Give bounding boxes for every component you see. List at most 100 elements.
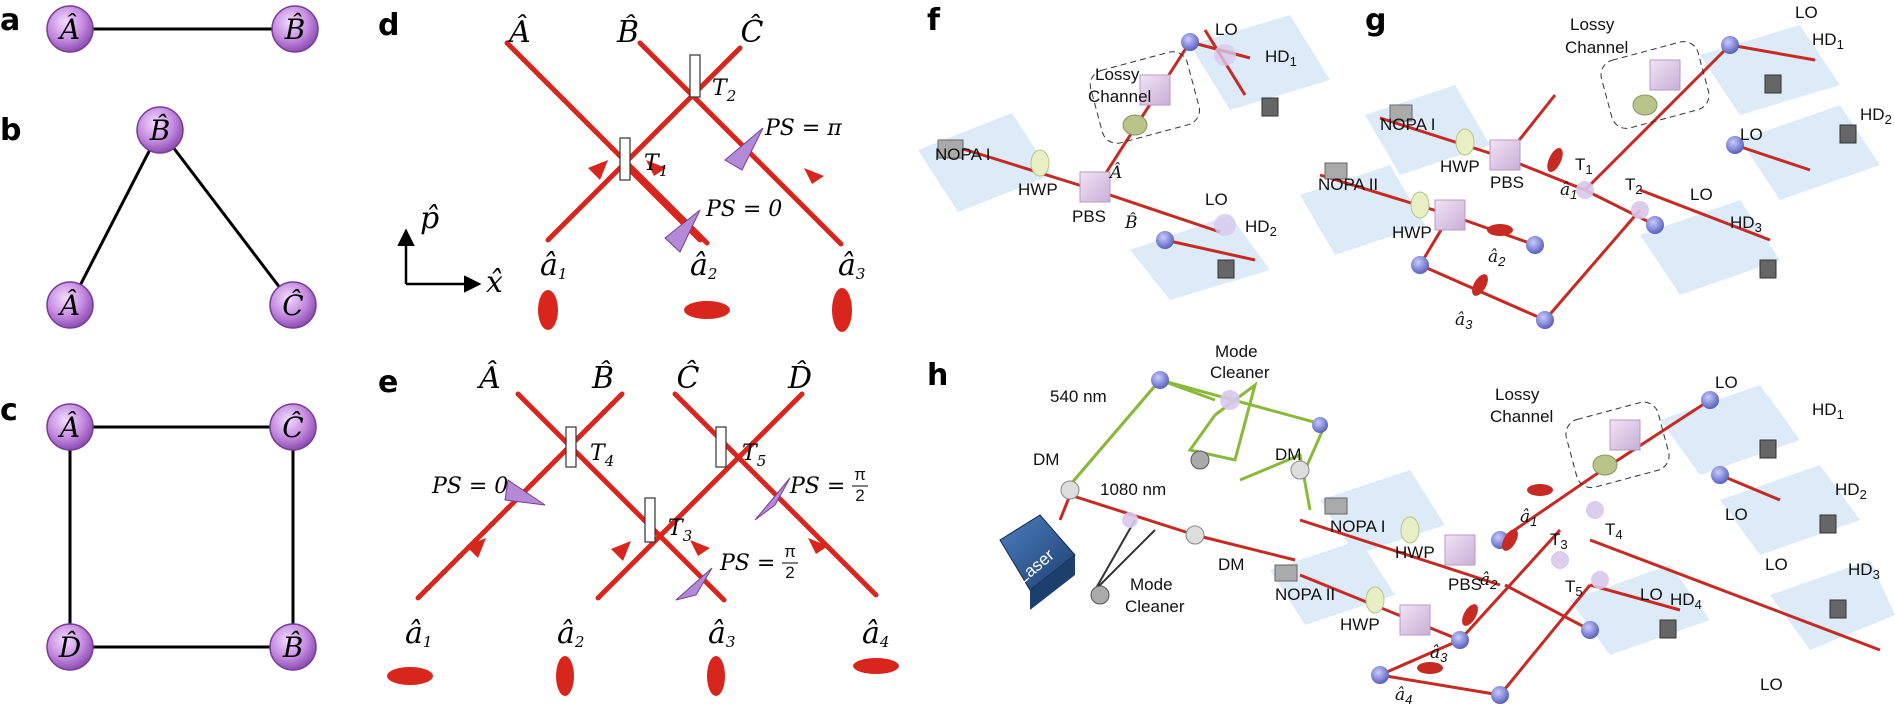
mode-oval	[832, 288, 852, 332]
green-beam	[1068, 378, 1328, 511]
lo-label: LO	[1215, 20, 1238, 39]
optical-table-f	[918, 15, 1330, 300]
optical-table-h	[1270, 385, 1895, 655]
mirror	[1536, 311, 1554, 329]
nopa-label: NOPA II	[1318, 175, 1378, 194]
mode-oval	[684, 301, 730, 319]
lossy-label: Channel	[1490, 407, 1553, 426]
bs-label: T4	[590, 441, 614, 470]
fraction-den: 2	[855, 486, 864, 505]
phase-space-axes: p̂ x̂	[397, 201, 503, 300]
panel-label-e: e	[378, 365, 398, 400]
output-label: B̂	[591, 361, 614, 396]
mode-oval	[1417, 662, 1443, 674]
node-label: Â	[57, 289, 80, 322]
mode-cleaner-label: Cleaner	[1125, 597, 1185, 616]
input-label: â2	[690, 248, 717, 283]
hd-label: HD2	[1860, 105, 1892, 127]
lossy-bs	[1139, 74, 1171, 106]
node-label: B̂	[284, 13, 306, 46]
beam-splitter-t3	[644, 497, 656, 543]
dichroic-mirror	[1060, 480, 1080, 500]
t-label: T4	[1605, 520, 1623, 542]
lo-label: LO	[1640, 585, 1663, 604]
nopa-label: NOPA II	[1275, 585, 1335, 604]
mirror	[1726, 136, 1744, 154]
output-label: Â	[506, 14, 531, 50]
node-a: Â	[46, 281, 94, 329]
bs-t2	[1631, 201, 1649, 219]
mode-oval	[538, 290, 558, 330]
mode-label: Â	[1108, 162, 1122, 183]
dm-label: DM	[1218, 555, 1244, 574]
phase-shifter	[724, 127, 764, 171]
lo-label: LO	[1725, 505, 1748, 524]
detector	[1759, 259, 1777, 279]
pbs-label: PBS	[1490, 173, 1524, 192]
node-b: B̂	[271, 5, 319, 53]
detector	[1764, 74, 1782, 94]
lossy-element	[1592, 454, 1618, 476]
hwp	[1030, 149, 1050, 177]
ps-label: PS =	[719, 551, 775, 576]
mode-label: B̂	[1124, 213, 1138, 233]
beam-arrow	[646, 160, 666, 176]
detector	[1659, 619, 1677, 639]
mirror	[1411, 256, 1429, 274]
panel-label-b: b	[0, 113, 21, 148]
input-label: â3	[838, 248, 865, 283]
detector	[1819, 514, 1837, 534]
nopa-label: NOPA I	[1330, 517, 1385, 536]
nopa-crystal	[1324, 162, 1348, 180]
t-label: T1	[1575, 155, 1593, 177]
detector	[1759, 439, 1777, 459]
node-label: Â	[57, 411, 80, 444]
panel-label-a: a	[0, 3, 20, 38]
detector	[1217, 259, 1235, 279]
mode-oval	[1472, 274, 1488, 296]
hd-label: HD4	[1670, 590, 1702, 612]
lo-bs	[1214, 214, 1236, 236]
detector	[1261, 97, 1279, 117]
optical-table-g	[1300, 25, 1880, 295]
dichroic-mirror	[1290, 460, 1310, 480]
lossy-label: Lossy	[1495, 385, 1540, 404]
output-label: Â	[476, 360, 501, 396]
beam-splitter-t2	[689, 54, 701, 98]
pbs	[1079, 171, 1111, 203]
detector-lens	[1190, 450, 1210, 470]
mode-oval	[1502, 529, 1518, 551]
bs-label: T5	[742, 441, 766, 470]
fraction-den: 2	[785, 563, 794, 582]
bs-t4	[1586, 501, 1604, 519]
mode-cleaner-mirror	[1220, 390, 1240, 410]
bs-label: T3	[668, 516, 692, 545]
mode-cleaner-label: Mode	[1215, 342, 1258, 361]
beam-splitter-t1	[619, 137, 631, 181]
panel-label-c: c	[0, 393, 18, 428]
mode-oval	[707, 656, 725, 696]
fraction-num: π	[784, 542, 796, 561]
t-label: T5	[1565, 577, 1583, 599]
bs-label: T1	[644, 151, 668, 180]
pbs	[1489, 139, 1521, 171]
nopa-crystal	[937, 139, 964, 159]
mirror	[1156, 231, 1174, 249]
hd-label: HD1	[1265, 47, 1297, 69]
lossy-bs	[1609, 419, 1641, 451]
hwp	[1365, 586, 1385, 614]
mirror	[1646, 216, 1664, 234]
node-c: Ĉ	[269, 281, 317, 329]
mode-oval	[853, 658, 899, 674]
mode-oval	[1487, 224, 1513, 236]
nopa-crystal	[1324, 497, 1348, 515]
hd-label: HD1	[1812, 30, 1844, 52]
laser: Laser	[999, 514, 1076, 610]
hwp-label: HWP	[1440, 157, 1480, 176]
lo-bs	[1214, 44, 1236, 66]
wavelength-label: 1080 nm	[1100, 480, 1166, 499]
bs-label: T2	[712, 76, 736, 105]
beam-arrow	[808, 538, 828, 554]
phase-shifter	[664, 209, 701, 253]
node-label: B̂	[282, 631, 304, 664]
